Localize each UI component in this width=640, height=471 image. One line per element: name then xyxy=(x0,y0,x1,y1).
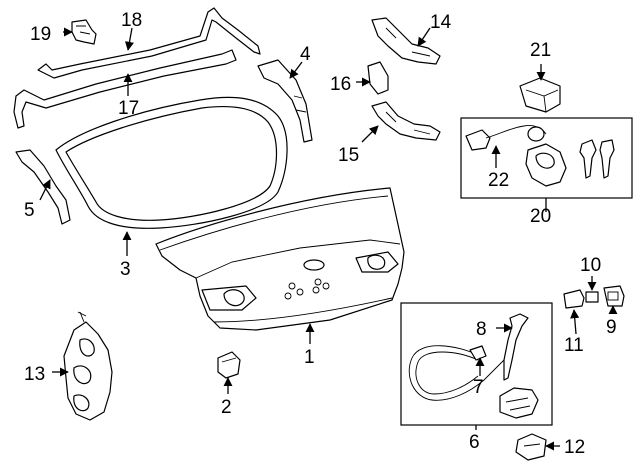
callout-19: 19 xyxy=(30,24,51,45)
callout-17: 17 xyxy=(118,98,139,119)
callout-22: 22 xyxy=(488,170,509,191)
callout-16: 16 xyxy=(330,74,351,95)
callout-21: 21 xyxy=(530,40,551,61)
callout-10: 10 xyxy=(580,255,601,276)
callout-13: 13 xyxy=(24,364,45,385)
callout-5: 5 xyxy=(24,200,35,221)
callout-8: 8 xyxy=(476,319,487,340)
part-11-clip xyxy=(563,289,585,309)
part-10-clip xyxy=(585,291,599,303)
part-13-actuator xyxy=(63,311,113,421)
part-15-hinge-bracket xyxy=(371,101,441,141)
callout-2: 2 xyxy=(221,397,232,418)
part-12-striker xyxy=(515,433,547,461)
leader-5 xyxy=(39,179,51,201)
callout-7: 7 xyxy=(473,377,484,398)
part-9-clip xyxy=(603,285,625,307)
leader-4 xyxy=(289,61,303,79)
leader-lines xyxy=(39,27,618,451)
callout-labels: 19 18 17 4 5 3 1 2 13 14 16 15 21 22 20 … xyxy=(24,10,617,458)
callout-11: 11 xyxy=(564,335,584,356)
lock-cylinder-box xyxy=(460,117,633,199)
part-5-hinge xyxy=(15,149,71,225)
callout-20: 20 xyxy=(530,206,551,227)
part-16-bracket xyxy=(367,61,389,95)
callout-14: 14 xyxy=(430,12,452,33)
part-3-weatherstrip xyxy=(55,96,288,229)
leader-15 xyxy=(361,125,379,143)
callout-1: 1 xyxy=(304,347,315,368)
part-19-clip xyxy=(71,19,97,45)
callout-3: 3 xyxy=(120,259,131,280)
part-17-torsion-rod xyxy=(13,49,237,129)
part-18-torsion-rod xyxy=(37,7,261,79)
part-1-trunk-lid xyxy=(155,187,405,331)
leader-18 xyxy=(124,27,134,51)
part-2-stopper xyxy=(217,351,241,379)
callout-15: 15 xyxy=(338,145,359,166)
callout-12: 12 xyxy=(564,437,585,458)
callout-18: 18 xyxy=(121,10,142,31)
callout-9: 9 xyxy=(606,317,617,338)
part-21-cover xyxy=(519,77,561,113)
callout-6: 6 xyxy=(469,432,480,453)
leader-14 xyxy=(417,27,431,47)
leader-11 xyxy=(570,309,580,335)
part-14-hinge-bracket xyxy=(371,17,441,65)
callout-4: 4 xyxy=(300,44,311,65)
